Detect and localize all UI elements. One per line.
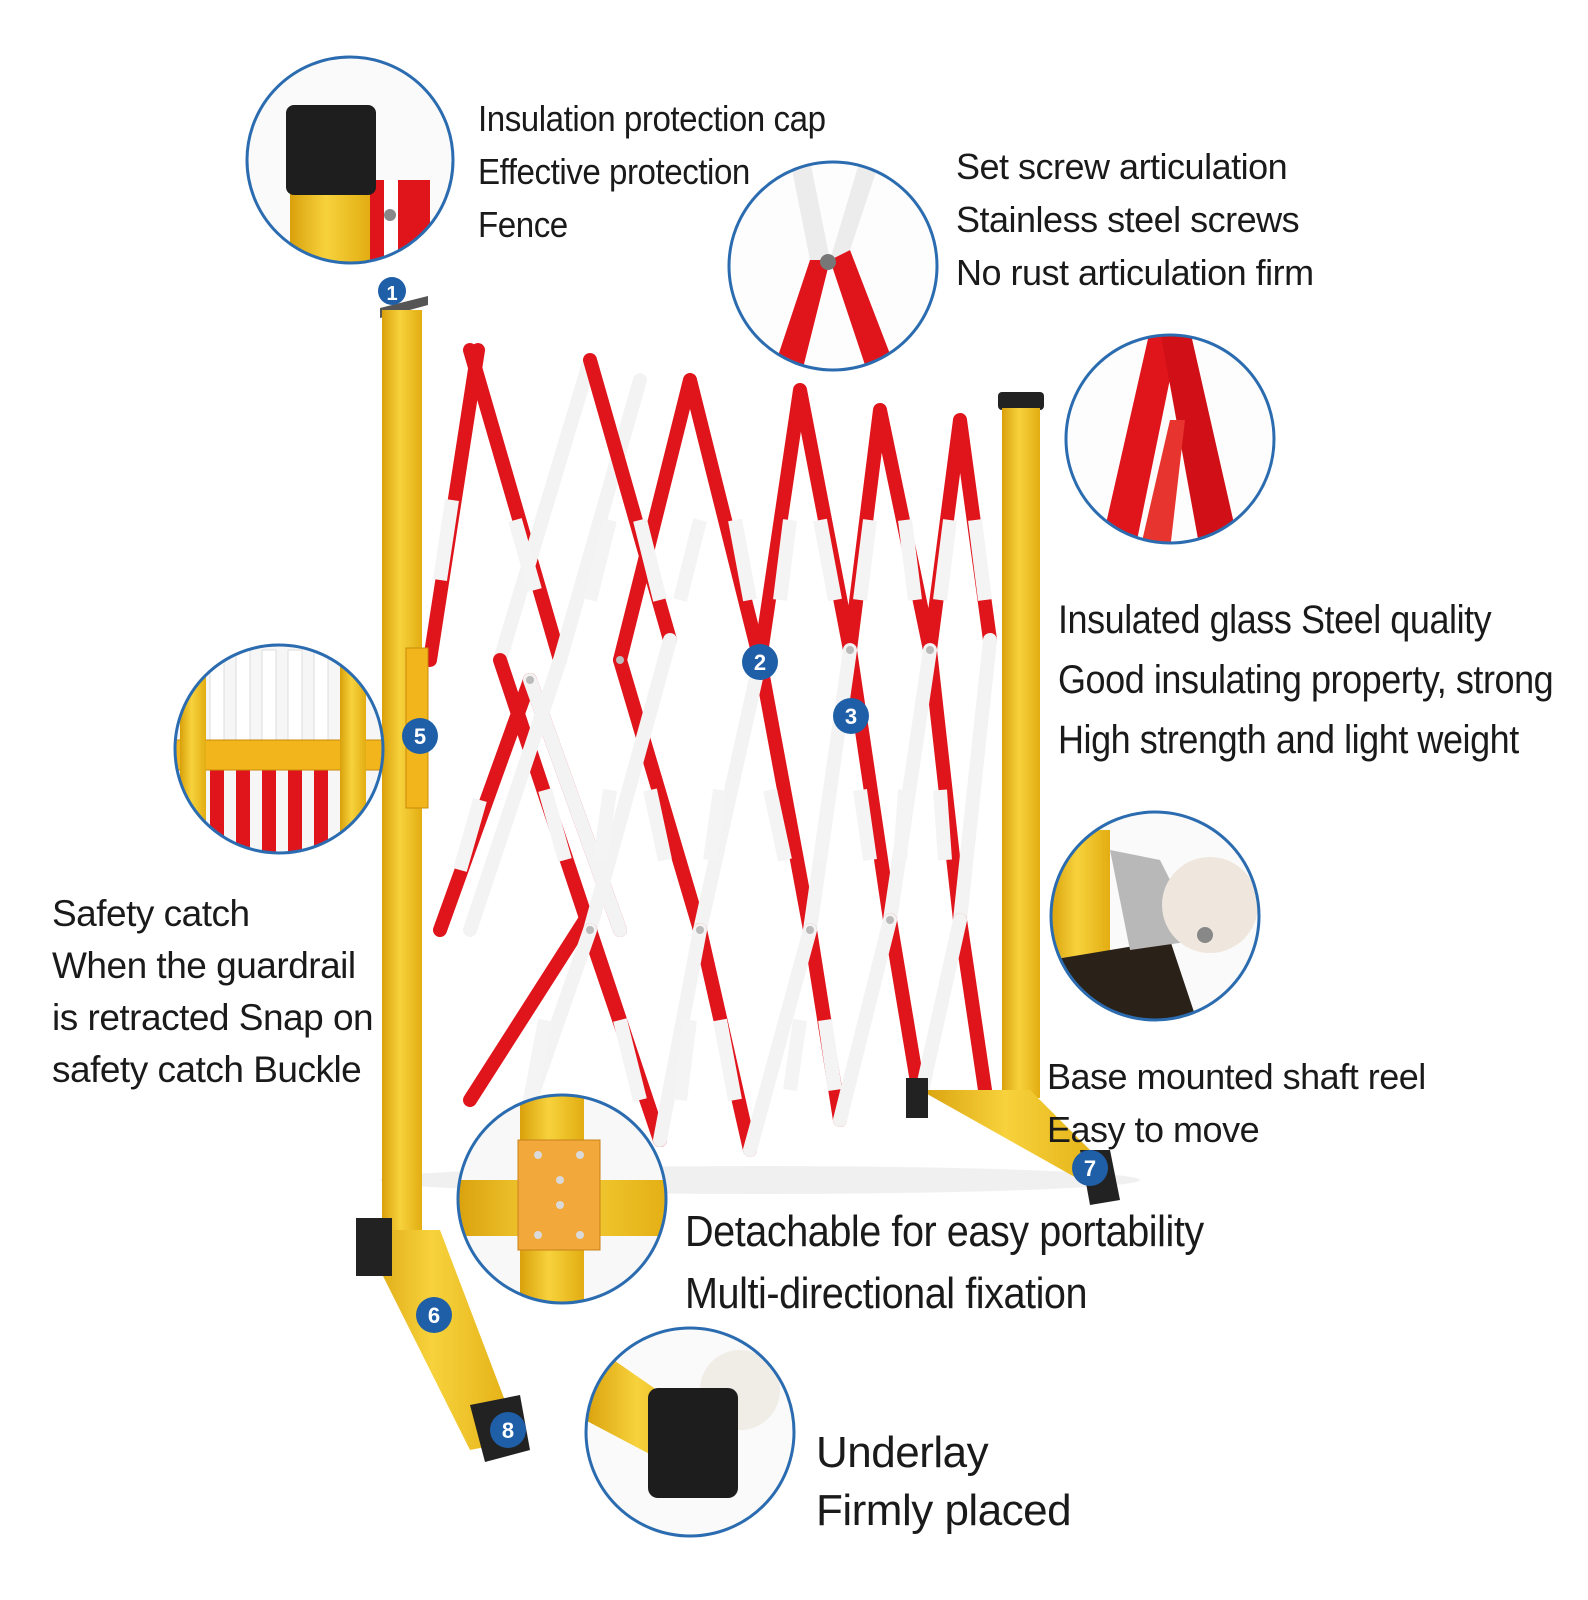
svg-text:2: 2 — [754, 650, 766, 675]
svg-text:8: 8 — [502, 1418, 514, 1443]
badge-3: 3 — [833, 698, 869, 734]
caption-line: Multi-directional fixation — [685, 1269, 1088, 1318]
right-post — [906, 392, 1120, 1205]
caption-line: When the guardrail — [52, 945, 356, 986]
svg-text:7: 7 — [1084, 1156, 1096, 1181]
svg-text:1: 1 — [386, 283, 397, 305]
badge-1: 1 — [378, 277, 406, 305]
detail-circle-screw — [727, 160, 939, 372]
badge-7: 7 — [1072, 1150, 1108, 1186]
caption-line: Stainless steel screws — [956, 199, 1300, 240]
caption-line: Insulated glass Steel quality — [1058, 598, 1492, 642]
left-post — [356, 296, 530, 1462]
badge-6: 6 — [416, 1297, 452, 1333]
caption-underlay: Underlay Firmly placed — [816, 1424, 1072, 1540]
caption-line: safety catch Buckle — [52, 1049, 362, 1090]
svg-text:6: 6 — [428, 1303, 440, 1328]
caption-line: Base mounted shaft reel — [1047, 1056, 1426, 1097]
svg-text:3: 3 — [845, 704, 857, 729]
badge-5: 5 — [402, 718, 438, 754]
caption-line: is retracted Snap on — [52, 997, 374, 1038]
caption-detachable: Detachable for easy portability Multi-di… — [685, 1201, 1204, 1325]
detail-circle-catch — [173, 643, 385, 855]
caption-insulation-cap: Insulation protection cap Effective prot… — [478, 92, 826, 251]
caption-screw-articulation: Set screw articulation Stainless steel s… — [956, 140, 1314, 299]
caption-line: Safety catch — [52, 893, 250, 934]
detail-circle-cap — [245, 55, 455, 265]
caption-line: Set screw articulation — [956, 146, 1288, 187]
caption-insulated-glass-steel: Insulated glass Steel quality Good insul… — [1058, 590, 1554, 770]
caption-line: Insulation protection cap — [478, 98, 826, 139]
caption-line: Detachable for easy portability — [685, 1207, 1204, 1256]
caption-line: Underlay — [816, 1428, 989, 1477]
detail-circle-wheel — [1049, 810, 1261, 1022]
detail-circle-joint — [456, 1093, 668, 1305]
detail-circle-tubes — [1064, 333, 1276, 545]
caption-line: No rust articulation firm — [956, 252, 1314, 293]
caption-line: High strength and light weight — [1058, 718, 1519, 762]
caption-line: Easy to move — [1047, 1109, 1260, 1150]
caption-line: Fence — [478, 204, 568, 245]
scissor-fence — [380, 343, 1140, 1194]
svg-text:5: 5 — [414, 724, 426, 749]
caption-line: Good insulating property, strong — [1058, 658, 1554, 702]
badge-2: 2 — [742, 644, 778, 680]
detail-circle-foot — [584, 1326, 796, 1538]
caption-shaft-reel: Base mounted shaft reel Easy to move — [1047, 1050, 1426, 1156]
badge-8: 8 — [490, 1412, 526, 1448]
caption-safety-catch: Safety catch When the guardrail is retra… — [52, 888, 374, 1096]
caption-line: Effective protection — [478, 151, 750, 192]
caption-line: Firmly placed — [816, 1486, 1072, 1535]
